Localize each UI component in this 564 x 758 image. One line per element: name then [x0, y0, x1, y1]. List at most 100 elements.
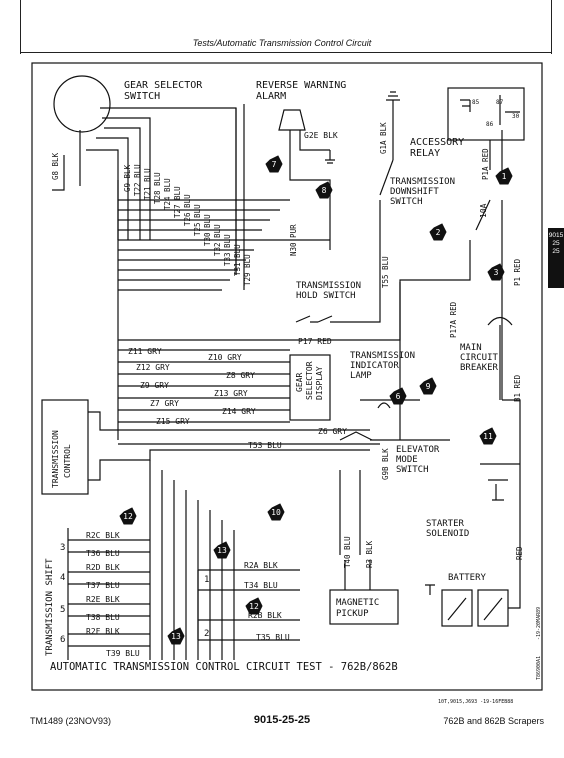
- tab-line: 25: [552, 248, 560, 255]
- label-gear-display: DISPLAY: [315, 366, 324, 400]
- wire-label: T34 BLU: [244, 581, 278, 590]
- tab-line: 9015: [548, 232, 564, 239]
- wire-label: T35 BLU: [256, 633, 290, 642]
- callout-label: 9: [426, 382, 431, 391]
- wire-label: T26 BLU: [183, 194, 192, 226]
- relay-terminal: 85: [472, 99, 480, 106]
- wire-label: T30 BLU: [203, 214, 212, 246]
- callout-marker: [419, 377, 437, 395]
- wire-label: G2E BLK: [304, 131, 338, 140]
- solenoid-number: 5: [60, 605, 65, 615]
- margin-rule-left: [20, 0, 21, 54]
- wire-label: B1 RED: [513, 374, 522, 402]
- wire-label: N30 PUR: [289, 224, 298, 256]
- label-alarm: ALARM: [256, 91, 286, 102]
- wire-label: Z6 GRY: [318, 427, 347, 436]
- wire-label: RED: [515, 546, 524, 560]
- callout-label: 6: [396, 392, 401, 401]
- label-gear-display: GEAR: [295, 373, 304, 392]
- label-fuse: 10A: [479, 203, 488, 218]
- wire-label: R2C BLK: [86, 531, 120, 540]
- label-gear-display: SELECTOR: [305, 361, 314, 400]
- callout-marker: [389, 387, 407, 405]
- wire-label: T53 BLU: [248, 441, 282, 450]
- label-gear-selector: GEAR SELECTOR: [124, 80, 203, 91]
- label-elevator: SWITCH: [396, 465, 429, 475]
- wire-label: R2A BLK: [244, 561, 278, 570]
- wire-label: T31 BLU: [233, 244, 242, 276]
- callout-label: 1: [502, 172, 507, 181]
- wire-label: R2B BLK: [248, 611, 282, 620]
- label-reverse-warning: REVERSE WARNING: [256, 80, 346, 91]
- wire-label: Z11 GRY: [128, 347, 162, 356]
- wire-label: P1A RED: [481, 148, 490, 180]
- battery-cell: [477, 589, 509, 627]
- accessory-relay: [447, 87, 525, 141]
- wire-label: G8 BLK: [51, 152, 60, 180]
- wire-label: T55 BLU: [381, 256, 390, 288]
- wire-label: T40 BLU: [343, 536, 352, 568]
- label-trans-shift: TRANSMISSION SHIFT: [45, 558, 55, 656]
- wire-label: Z9 GRY: [140, 381, 169, 390]
- label-relay: RELAY: [410, 148, 440, 159]
- wire-label: T37 BLU: [86, 581, 120, 590]
- solenoid-number: 2: [204, 629, 209, 639]
- wire-label: R3 BLK: [365, 540, 374, 568]
- transmission-control: [41, 399, 89, 495]
- wire-label: T33 BLU: [223, 234, 232, 266]
- wire-label: P17 RED: [298, 337, 332, 346]
- solenoid-number: 6: [60, 635, 65, 645]
- margin-rule-right: [551, 0, 552, 54]
- label-trans-indicator: TRANSMISSION: [350, 351, 415, 361]
- callout-label: 12: [123, 512, 133, 521]
- solenoid-number: 4: [60, 573, 65, 583]
- label-trans-control: TRANSMISSION: [51, 430, 60, 488]
- footer-right: 762B and 862B Scrapers: [443, 716, 544, 726]
- footer-center: 9015-25-25: [253, 714, 311, 726]
- relay-terminal: 30: [512, 113, 520, 120]
- callout-label: 13: [217, 546, 227, 555]
- callout-group: 7 8 1 2 3 6 9 11 10 12 12 13 13: [119, 155, 513, 645]
- label-elevator: ELEVATOR: [396, 445, 440, 455]
- wire-label: T32 BLU: [213, 224, 222, 256]
- side-code: -19-20MAR89: [536, 607, 542, 640]
- label-hold: HOLD SWITCH: [296, 291, 356, 301]
- callout-marker: [267, 503, 285, 521]
- wire-label: Z15 GRY: [156, 417, 190, 426]
- callout-marker: [487, 263, 505, 281]
- relay-terminal: 86: [486, 121, 494, 128]
- reverse-alarm: [278, 109, 306, 131]
- label-gear-selector-switch: SWITCH: [124, 91, 160, 102]
- wire-label: T22 BLU: [133, 164, 142, 196]
- label-main-cb: MAIN: [460, 343, 482, 353]
- wire-label: T28 BLU: [153, 172, 162, 204]
- wire-label: T24 BLU: [163, 178, 172, 210]
- wire-label: T29 BLU: [243, 254, 252, 286]
- tab-line: 25: [552, 240, 560, 247]
- callout-marker: [265, 155, 283, 173]
- wire-label: T38 BLU: [86, 613, 120, 622]
- callout-marker: [429, 223, 447, 241]
- hold-switch: [295, 315, 333, 323]
- relay-terminal: 87: [496, 99, 504, 106]
- callout-marker: [315, 181, 333, 199]
- wire-label: Z13 GRY: [214, 389, 248, 398]
- footer-left: TM1489 (23NOV93): [30, 716, 112, 726]
- callout-label: 7: [272, 160, 277, 169]
- callout-marker: [245, 597, 263, 615]
- ref-code: 10T,9015,J693 -19-16FEB88: [438, 699, 513, 705]
- wire-label: G9 BLK: [123, 164, 132, 192]
- gear-selector-switch: [53, 75, 111, 133]
- wire-label: R2F BLK: [86, 627, 120, 636]
- wire-label: R2D BLK: [86, 563, 120, 572]
- solenoid-number: 1: [204, 575, 209, 585]
- callout-marker: [167, 627, 185, 645]
- label-downshift: SWITCH: [390, 197, 423, 207]
- page-header: Tests/Automatic Transmission Control Cir…: [192, 38, 372, 48]
- label-trans-indicator: LAMP: [350, 371, 372, 381]
- wire-label: Z7 GRY: [150, 399, 179, 408]
- solenoid-number: 3: [60, 543, 65, 553]
- downshift-switch: [379, 159, 394, 196]
- callout-label: 10: [271, 508, 281, 517]
- wire-label: Z12 GRY: [136, 363, 170, 372]
